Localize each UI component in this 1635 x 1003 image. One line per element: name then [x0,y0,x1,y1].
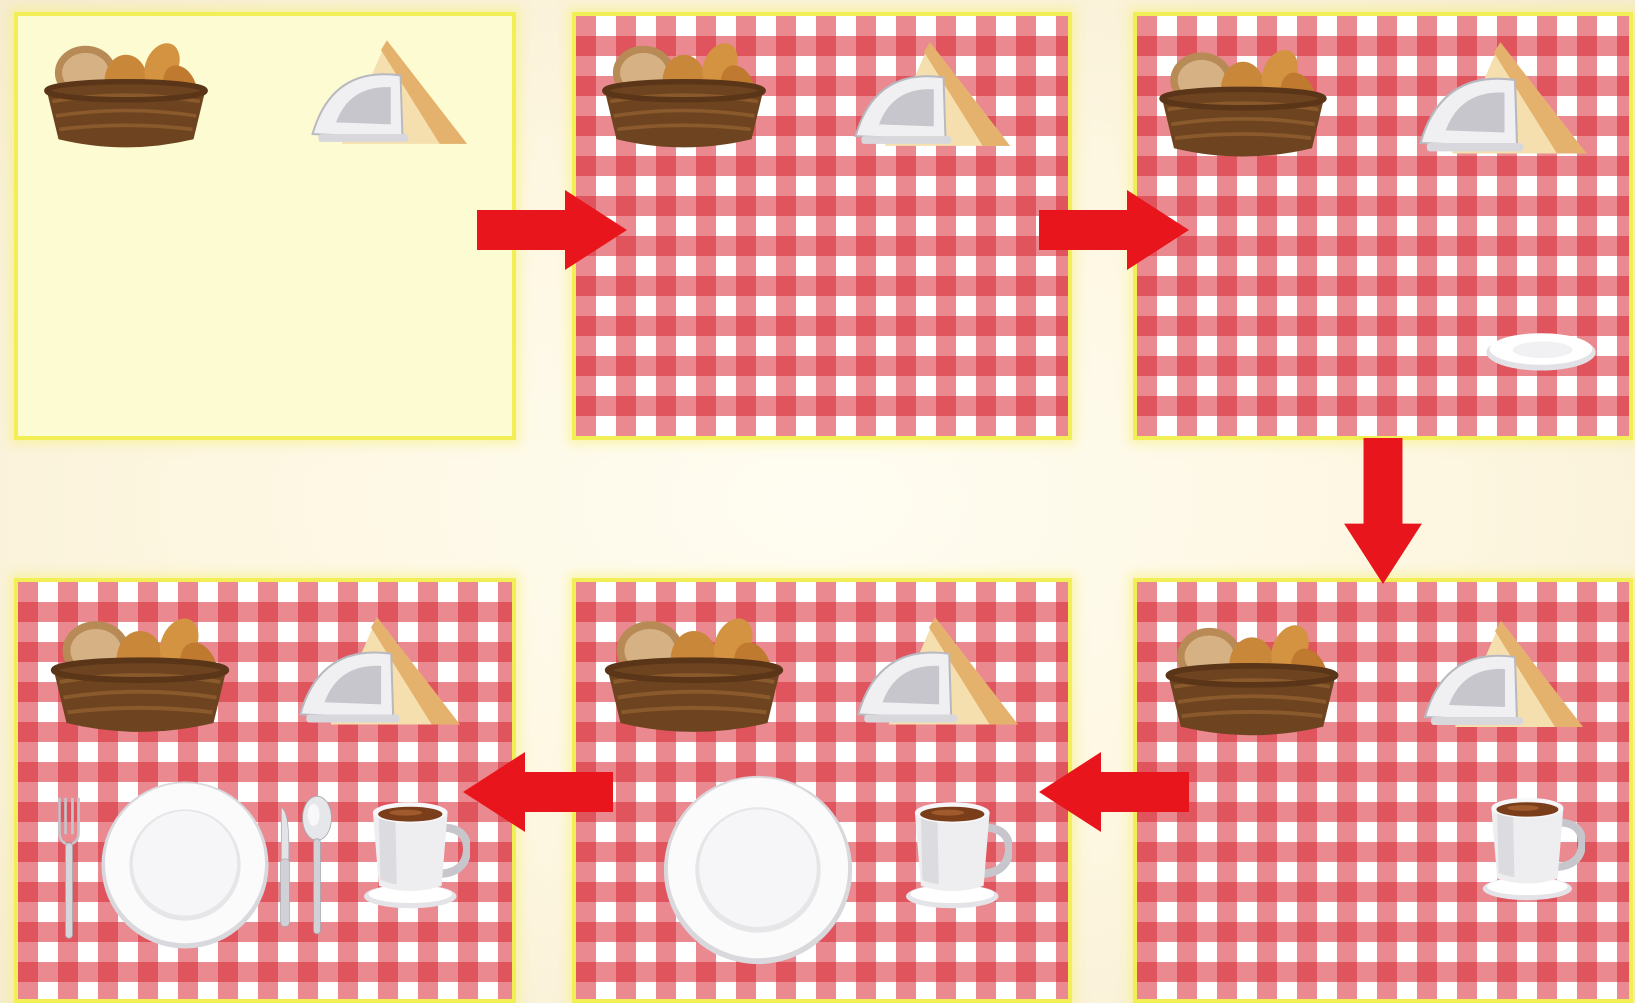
saucer-icon [1483,324,1599,374]
step-3-panel [1133,12,1633,440]
napkin-holder-icon [293,36,469,154]
tea-cup-icon [900,790,1012,910]
arrow-step1-to-step2 [474,190,630,270]
arrow-step4-to-step5 [1036,752,1192,832]
tea-cup-icon [358,790,470,910]
arrow-step2-to-step3 [1036,190,1192,270]
step-1-panel [14,12,516,440]
napkin-holder-icon [1405,616,1585,738]
bread-basket-icon [596,612,792,742]
arrow-step5-to-step6 [460,752,616,832]
napkin-holder-icon [836,38,1012,156]
step-2-panel [572,12,1072,440]
step-5-panel [572,578,1072,1003]
fork-icon [56,790,82,946]
napkin-holder-icon [838,612,1020,736]
plate-icon [98,778,272,952]
arrow-step3-to-step4 [1343,438,1423,584]
napkin-holder-icon [1399,38,1589,164]
bread-basket-icon [1151,38,1335,172]
bread-basket-icon [42,612,238,742]
step-6-panel [14,578,516,1003]
knife-icon [274,786,296,948]
bread-basket-icon [36,38,216,156]
bread-basket-icon [594,38,774,156]
spoon-icon [300,782,334,948]
napkin-holder-icon [280,612,462,736]
tea-cup-icon [1477,786,1585,902]
bread-basket-icon [1157,620,1347,744]
plate-icon [660,772,856,968]
step-4-panel [1133,578,1633,1003]
